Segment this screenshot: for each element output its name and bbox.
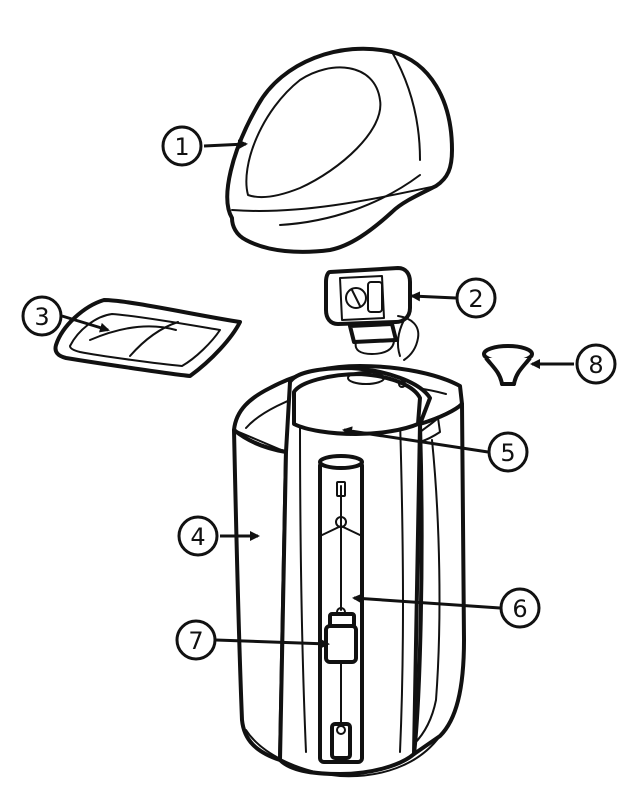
arrow-7 [215, 638, 330, 649]
arrow-6 [352, 593, 501, 610]
arrow-1 [203, 139, 248, 150]
leader-arrows [61, 139, 574, 649]
callout-2: 2 [455, 277, 497, 319]
part-tank-top [292, 371, 422, 436]
callout-5-label: 5 [500, 439, 515, 467]
callout-4-label: 4 [190, 523, 205, 551]
callout-2-label: 2 [468, 285, 483, 313]
callout-7: 7 [175, 619, 217, 661]
callout-4: 4 [177, 515, 219, 557]
callout-8: 8 [575, 343, 617, 385]
callout-7-label: 7 [188, 627, 203, 655]
callout-3-label: 3 [34, 303, 49, 331]
callout-1: 1 [161, 125, 203, 167]
callout-5: 5 [487, 431, 529, 473]
callout-6-label: 6 [512, 595, 527, 623]
callout-3: 3 [21, 295, 63, 337]
part-funnel-cap [482, 344, 534, 386]
part-lid-cover [225, 46, 454, 254]
arrow-2 [410, 291, 457, 302]
part-gasket-tray [53, 298, 242, 378]
part-control-valve [324, 266, 420, 361]
callout-1-label: 1 [174, 133, 189, 161]
arrow-3 [61, 314, 110, 333]
callout-6: 6 [499, 587, 541, 629]
part-float-valve [324, 612, 358, 760]
callout-8-label: 8 [588, 351, 603, 379]
arrow-5 [342, 426, 489, 454]
